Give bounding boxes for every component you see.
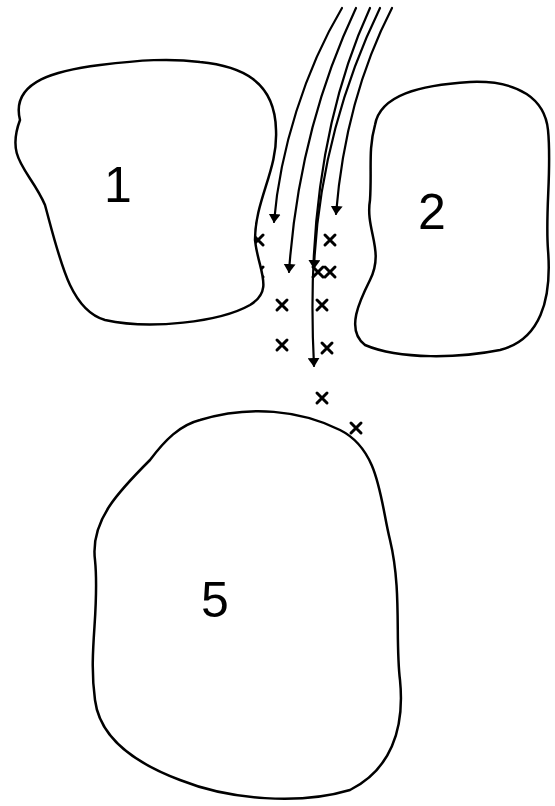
blob-outline (6, 55, 280, 331)
blob-outline (88, 405, 404, 803)
x-mark (277, 340, 287, 350)
region-number: 1 (104, 160, 132, 210)
region-number: 5 (201, 575, 229, 625)
x-marks (253, 235, 361, 433)
x-mark (322, 343, 332, 353)
x-mark (325, 267, 335, 277)
blob-path (93, 411, 401, 798)
x-mark (317, 393, 327, 403)
x-mark (277, 300, 287, 310)
region-number: 2 (418, 187, 446, 237)
blob-outline (345, 78, 552, 362)
x-mark (317, 300, 327, 310)
x-mark (351, 423, 361, 433)
blob-path (355, 82, 549, 356)
blob-path (15, 60, 276, 325)
region-blob: 5 (88, 405, 404, 803)
region-blob: 1 (6, 55, 280, 331)
x-mark (313, 267, 323, 277)
region-blob: 2 (345, 78, 552, 362)
x-mark (325, 235, 335, 245)
